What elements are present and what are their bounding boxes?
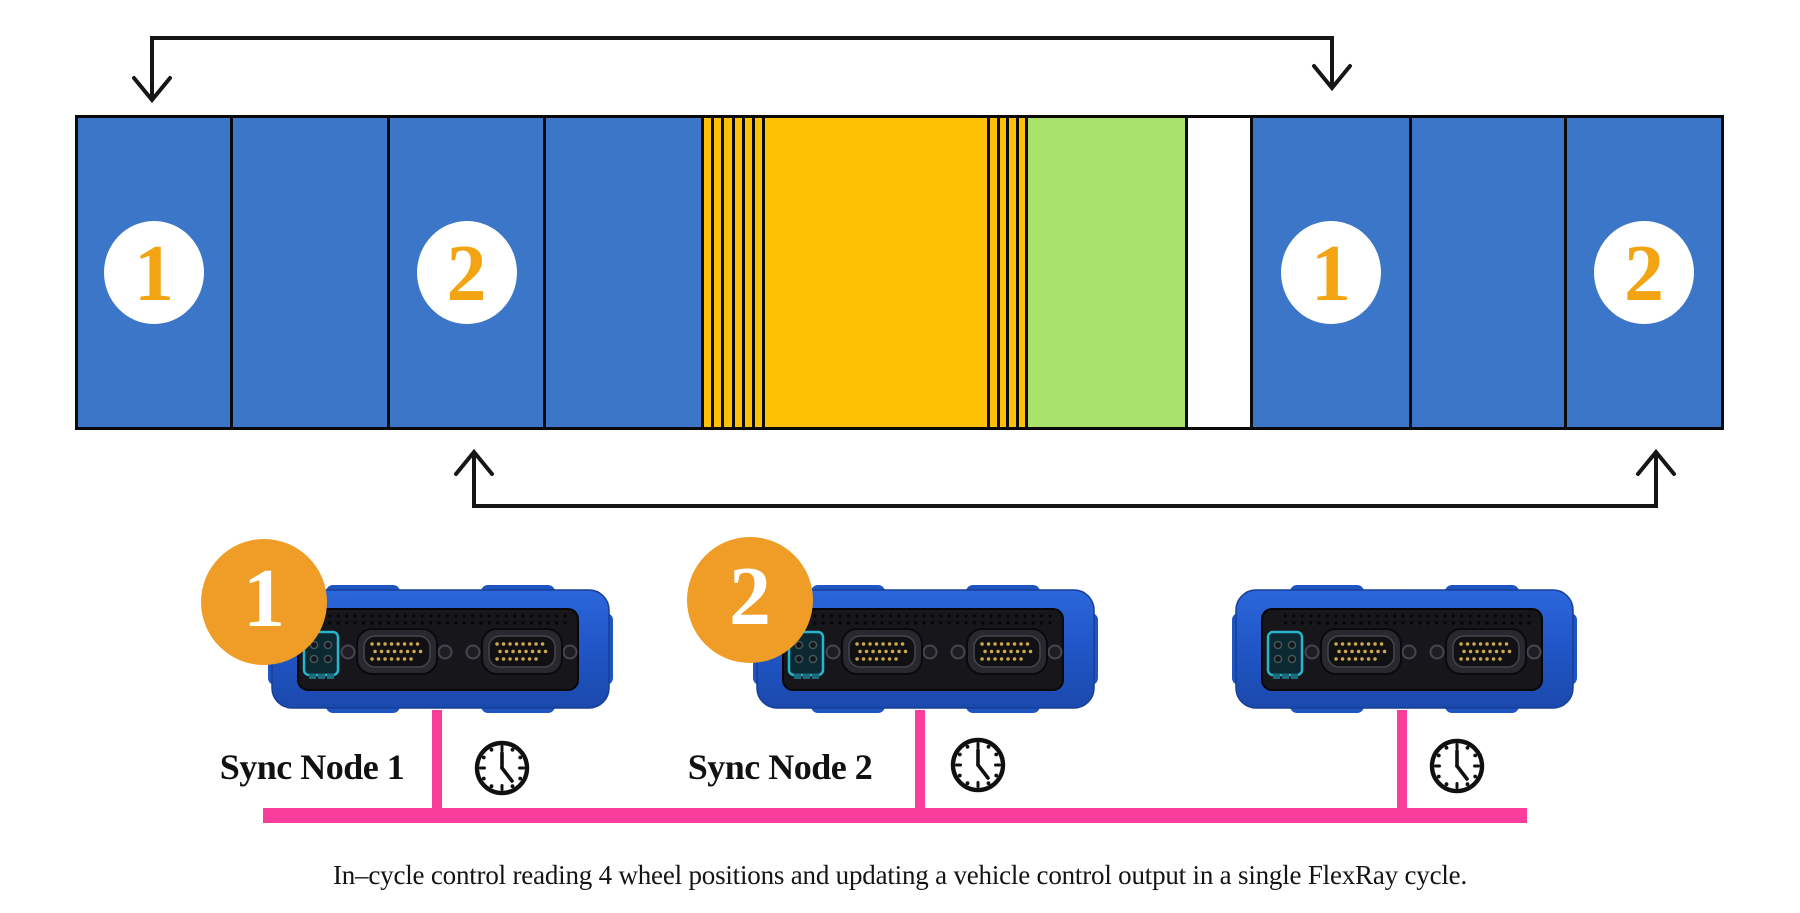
flexray-bus-line [263,808,1527,823]
slot-number-circle: 2 [1594,221,1694,324]
clock-icon [470,736,534,800]
static-slot-7: 2 [1567,118,1721,427]
bus-drop-line-2 [915,710,925,811]
static-slot-2 [233,118,390,427]
clock-icon [1425,734,1489,798]
green-segment [1028,118,1188,427]
static-slot-3: 2 [390,118,546,427]
flexray-cycle-bar: 1 2 1 2 [75,115,1724,430]
static-slot-1: 1 [78,118,233,427]
dynamic-orange-segment [765,118,990,427]
slot-number-circle: 1 [104,221,204,324]
slot-number-circle: 2 [416,221,517,324]
node-badge-1: 1 [201,539,327,665]
static-slot-4 [546,118,704,427]
sync-node-2-label: Sync Node 2 [687,747,873,787]
sync-node-1-label: Sync Node 1 [219,747,405,787]
bottom-wrap-arrow [454,448,1676,508]
static-slot-6 [1412,118,1567,427]
network-interface-device-3 [1232,585,1577,713]
caption-text: In–cycle control reading 4 wheel positio… [332,860,1468,890]
clock-icon [946,733,1010,797]
top-wrap-arrow [132,36,1352,104]
slot-number-circle: 1 [1281,221,1381,324]
static-slot-5: 1 [1253,118,1412,427]
bus-drop-line-1 [432,710,442,811]
node-badge-2: 2 [687,537,813,663]
minislots-right [990,118,1028,427]
white-gap-segment [1188,118,1253,427]
bus-drop-line-3 [1397,710,1407,811]
minislots-left [704,118,765,427]
